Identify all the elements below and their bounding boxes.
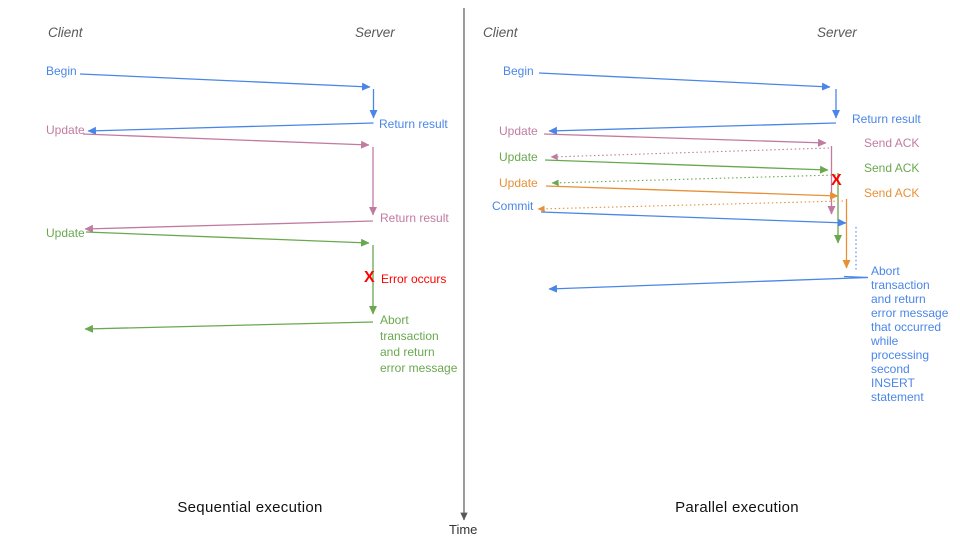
left-error-x-mark: X: [364, 269, 375, 286]
right-send-ack-2-label: Send ACK: [864, 161, 920, 175]
left-update-1-label: Update: [46, 123, 85, 137]
left-return-result-2-label: Return result: [380, 211, 449, 225]
left-begin-label: Begin: [46, 64, 77, 78]
right-update-3-request-arrow: [545, 185, 851, 269]
right-send-ack-1-dotted-arrow: [550, 147, 830, 161]
right-update-2-request-arrow: [544, 159, 842, 244]
right-return-result-label: Return result: [852, 112, 921, 126]
right-begin-label: Begin: [503, 64, 534, 78]
time-axis-label: Time: [449, 522, 478, 537]
left-begin-request-arrow: [79, 73, 378, 119]
left-server-header: Server: [355, 25, 395, 40]
right-commit-request-arrow: [540, 211, 857, 272]
right-client-header: Client: [483, 25, 518, 40]
right-commit-label: Commit: [492, 199, 534, 213]
right-update-2-label: Update: [499, 150, 538, 164]
left-return-result-1-arrow: [87, 122, 374, 135]
right-send-ack-1-label: Send ACK: [864, 136, 920, 150]
right-return-result-arrow: [548, 122, 837, 135]
right-update-1-request-arrow: [543, 133, 836, 215]
right-send-ack-3-dotted-arrow: [537, 200, 844, 213]
right-abort-return-arrow: [548, 275, 869, 293]
right-send-ack-2-dotted-arrow: [551, 174, 837, 187]
right-update-3-label: Update: [499, 176, 538, 190]
left-error-occurs-label: Error occurs: [381, 272, 447, 286]
left-client-header: Client: [48, 25, 83, 40]
right-server-header: Server: [817, 25, 857, 40]
left-update-2-label: Update: [46, 226, 85, 240]
right-begin-request-arrow: [538, 72, 840, 119]
right-send-ack-3-label: Send ACK: [864, 186, 920, 200]
right-abort-message-label: Abort transaction and return error messa…: [871, 264, 949, 404]
right-error-x-mark: X: [831, 172, 842, 189]
left-update-2-request-arrow: [85, 231, 377, 315]
left-panel-title: Sequential execution: [177, 499, 323, 516]
left-return-result-1-label: Return result: [379, 117, 448, 131]
left-update-1-request-arrow: [82, 133, 377, 216]
right-update-1-label: Update: [499, 124, 538, 138]
left-return-result-2-arrow: [84, 220, 374, 233]
left-abort-return-arrow: [84, 321, 374, 333]
right-panel-title: Parallel execution: [675, 499, 799, 516]
left-abort-message-label: Abort transaction and return error messa…: [380, 313, 458, 375]
